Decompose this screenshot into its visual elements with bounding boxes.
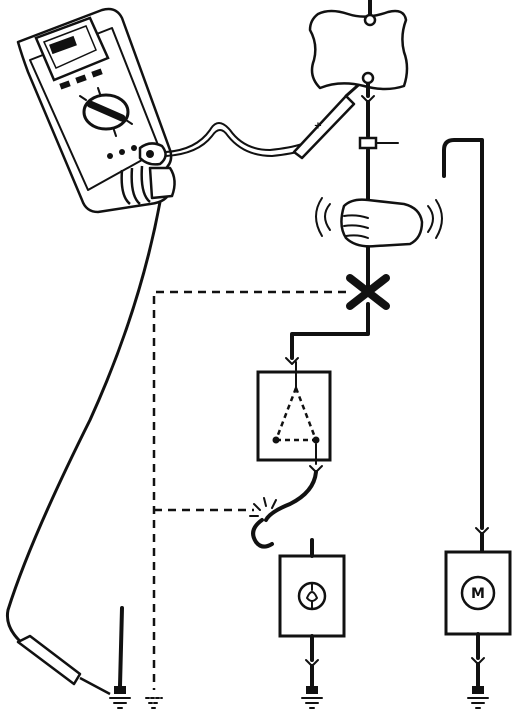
motor-box: M bbox=[444, 550, 512, 688]
spark-icon bbox=[249, 497, 277, 517]
inline-connector bbox=[358, 136, 399, 150]
main-feed-wire bbox=[358, 82, 399, 290]
rotary-dial bbox=[79, 87, 133, 137]
probe-lead-positive: + bbox=[165, 78, 366, 160]
disconnected-wire bbox=[249, 465, 323, 549]
switch-box bbox=[256, 361, 332, 465]
fault-location-marker bbox=[346, 274, 390, 310]
ground-symbol-dashed bbox=[145, 697, 163, 709]
dashed-test-path bbox=[152, 290, 346, 690]
motor-feed-wire bbox=[442, 138, 489, 554]
ground-symbol-motor bbox=[467, 686, 489, 709]
multimeter bbox=[16, 7, 176, 214]
fuse-box bbox=[308, 0, 409, 91]
probe-lead-ground bbox=[5, 201, 162, 696]
input-jacks bbox=[107, 145, 137, 159]
multimeter-display bbox=[34, 16, 110, 82]
lamp-box bbox=[278, 538, 346, 688]
hand-wiggle-icon bbox=[315, 197, 443, 248]
multimeter-buttons bbox=[59, 68, 103, 90]
probe-plus-mark: + bbox=[314, 121, 322, 132]
motor-symbol: M bbox=[471, 586, 485, 602]
switch-feed-wire bbox=[285, 302, 370, 365]
ground-symbol-lamp bbox=[301, 686, 323, 709]
motor-icon bbox=[460, 575, 496, 611]
probe-plugs bbox=[120, 142, 176, 205]
reference-ground-wire bbox=[118, 606, 124, 688]
ground-symbol-meter bbox=[109, 686, 131, 709]
